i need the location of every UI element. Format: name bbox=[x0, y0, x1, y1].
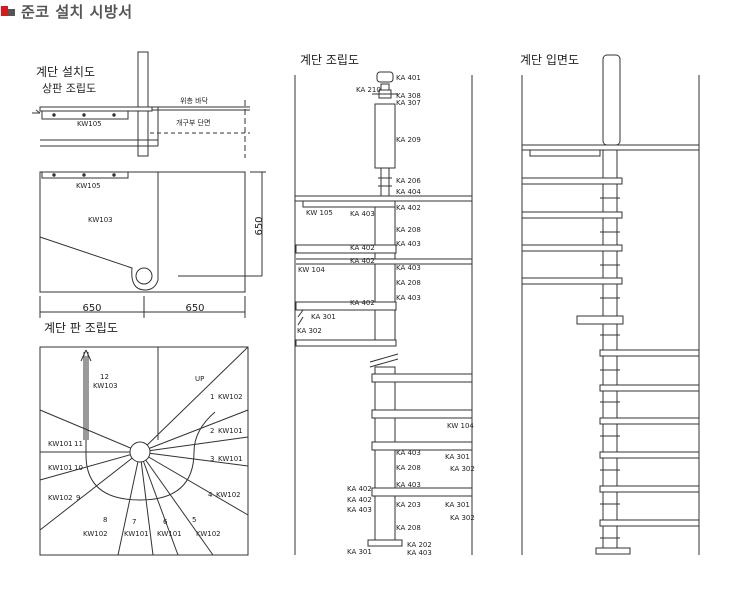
install-pole-top bbox=[137, 51, 149, 157]
assembly-part-label: KA 403 bbox=[396, 449, 421, 457]
assembly-part-label: KA 208 bbox=[396, 524, 421, 532]
upper-floor-label: 위층 바닥 bbox=[180, 96, 209, 105]
install-subtitle: 상판 조립도 bbox=[42, 82, 96, 95]
header-bullet-icon bbox=[1, 4, 17, 18]
step-10-part: KW101 bbox=[48, 464, 73, 472]
assembly-part-label: KA 402 bbox=[396, 204, 421, 212]
assembly-part-label: KA 404 bbox=[396, 188, 421, 196]
step-2-no: 2 bbox=[210, 427, 214, 435]
elevation-pole-top bbox=[602, 54, 621, 146]
step-2-part: KW101 bbox=[218, 427, 243, 435]
step-9-part: KW102 bbox=[48, 494, 73, 502]
assembly-part-label: KA 301 bbox=[445, 453, 470, 461]
install-panel bbox=[32, 51, 266, 318]
dim-650-left: 650 bbox=[82, 303, 101, 314]
assembly-part-label: KA 307 bbox=[396, 99, 421, 107]
assembly-part-label: KA 402 bbox=[347, 496, 372, 504]
plate-title: 계단 판 조립도 bbox=[44, 321, 118, 335]
step-10-no: 10 bbox=[74, 464, 83, 472]
assembly-part-label: KA 301 bbox=[311, 313, 336, 321]
step-7-no: 7 bbox=[132, 518, 136, 526]
assembly-part-label: KA 403 bbox=[396, 481, 421, 489]
assembly-part-label: KW 104 bbox=[447, 422, 474, 430]
assembly-part-label: KA 403 bbox=[396, 294, 421, 302]
assembly-title: 계단 조립도 bbox=[300, 53, 359, 67]
assembly-part-label: KA 210 bbox=[356, 86, 381, 94]
step-1-no: 1 bbox=[210, 393, 214, 401]
assembly-top-sleeve bbox=[374, 103, 396, 169]
assembly-part-label: KA 403 bbox=[396, 240, 421, 248]
assembly-part-label: KA 402 bbox=[347, 485, 372, 493]
step-5-no: 5 bbox=[192, 516, 196, 524]
plate-panel bbox=[39, 346, 249, 556]
step-4-no: 4 bbox=[208, 491, 213, 499]
elevation-panel bbox=[521, 54, 700, 555]
assembly-part-label: KA 403 bbox=[407, 549, 432, 557]
assembly-part-label: KA 403 bbox=[347, 506, 372, 514]
assembly-part-label: KA 308 bbox=[396, 92, 421, 100]
assembly-part-label: KA 402 bbox=[350, 244, 375, 252]
step-3-no: 3 bbox=[210, 455, 214, 463]
assembly-panel bbox=[294, 71, 473, 555]
opening-section-label: 개구부 단면 bbox=[176, 118, 210, 127]
page-header: 준코 설치 시방서 bbox=[0, 0, 133, 22]
step-1-part: KW102 bbox=[218, 393, 243, 401]
step-8-no: 8 bbox=[103, 516, 107, 524]
assembly-part-label: KW 104 bbox=[298, 266, 325, 274]
assembly-part-label: KA 206 bbox=[396, 177, 421, 185]
assembly-part-label: KA 401 bbox=[396, 74, 421, 82]
assembly-part-label: KA 202 bbox=[407, 541, 432, 549]
assembly-part-label: KA 403 bbox=[396, 264, 421, 272]
assembly-part-label: KA 301 bbox=[445, 501, 470, 509]
part-kw105-top: KW105 bbox=[77, 120, 102, 128]
step-11-no: 11 bbox=[74, 440, 83, 448]
elevation-title: 계단 입면도 bbox=[520, 53, 579, 67]
up-label: UP bbox=[195, 375, 204, 383]
assembly-part-label: KA 403 bbox=[350, 210, 375, 218]
assembly-part-label: KA 203 bbox=[396, 501, 421, 509]
assembly-part-label: KA 302 bbox=[450, 514, 475, 522]
step-12-no: 12 bbox=[100, 373, 109, 381]
step-12-part: KW103 bbox=[93, 382, 118, 390]
step-11-part: KW101 bbox=[48, 440, 73, 448]
dim-650-right: 650 bbox=[254, 216, 265, 235]
install-title: 계단 설치도 bbox=[36, 65, 95, 79]
assembly-part-label: KA 302 bbox=[297, 327, 322, 335]
step-4-part: KW102 bbox=[216, 491, 241, 499]
dim-650-center: 650 bbox=[185, 303, 204, 314]
plate-center-pole bbox=[129, 441, 151, 463]
step-8-part: KW102 bbox=[83, 530, 108, 538]
assembly-part-label: KA 208 bbox=[396, 226, 421, 234]
assembly-part-label: KA 208 bbox=[396, 464, 421, 472]
assembly-part-label: KA 402 bbox=[350, 299, 375, 307]
assembly-part-label: KA 402 bbox=[350, 257, 375, 265]
step-3-part: KW101 bbox=[218, 455, 243, 463]
part-kw103-plan: KW103 bbox=[88, 216, 113, 224]
part-kw105-plan: KW105 bbox=[76, 182, 101, 190]
assembly-part-label: KA 301 bbox=[347, 548, 372, 556]
page-title: 준코 설치 시방서 bbox=[21, 2, 133, 21]
assembly-part-label: KA 302 bbox=[450, 465, 475, 473]
step-5-part: KW102 bbox=[196, 530, 221, 538]
step-6-part: KW101 bbox=[157, 530, 182, 538]
assembly-part-label: KW 105 bbox=[306, 209, 333, 217]
assembly-part-label: KA 208 bbox=[396, 279, 421, 287]
step-7-part: KW101 bbox=[124, 530, 149, 538]
step-6-no: 6 bbox=[163, 518, 168, 526]
step-9-no: 9 bbox=[76, 494, 80, 502]
assembly-part-label: KA 209 bbox=[396, 136, 421, 144]
